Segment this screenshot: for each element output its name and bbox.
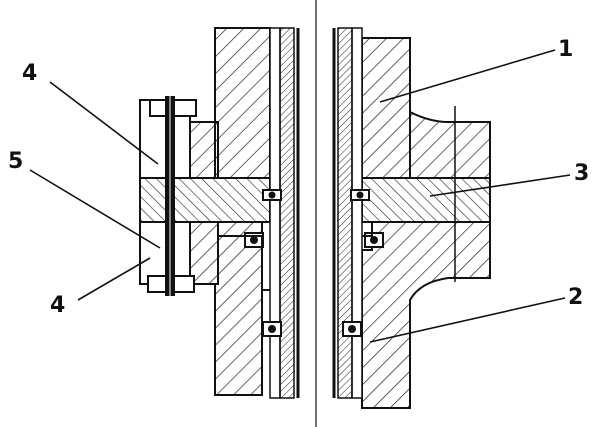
leader-4-bottom bbox=[77, 257, 151, 301]
o-ring-seals bbox=[244, 189, 384, 337]
leader-5 bbox=[29, 169, 161, 249]
callout-label-3: 3 bbox=[574, 161, 589, 186]
spacer-ring bbox=[139, 177, 491, 223]
upper-pipe-section bbox=[187, 27, 491, 179]
callout-label-2: 2 bbox=[568, 285, 583, 310]
leader-3 bbox=[429, 174, 571, 197]
leader-4-top bbox=[49, 81, 159, 165]
leader-2 bbox=[369, 297, 566, 343]
callout-label-4-top: 4 bbox=[22, 61, 37, 86]
seal-housing-outline bbox=[217, 222, 270, 291]
leader-1 bbox=[379, 49, 556, 103]
callout-label-1: 1 bbox=[558, 37, 573, 62]
flange-bolt bbox=[139, 96, 197, 300]
central-tube-bundle bbox=[269, 27, 363, 399]
callout-label-5: 5 bbox=[8, 149, 23, 174]
callout-label-4-bottom: 4 bbox=[50, 293, 65, 318]
leader-lines bbox=[29, 49, 571, 343]
